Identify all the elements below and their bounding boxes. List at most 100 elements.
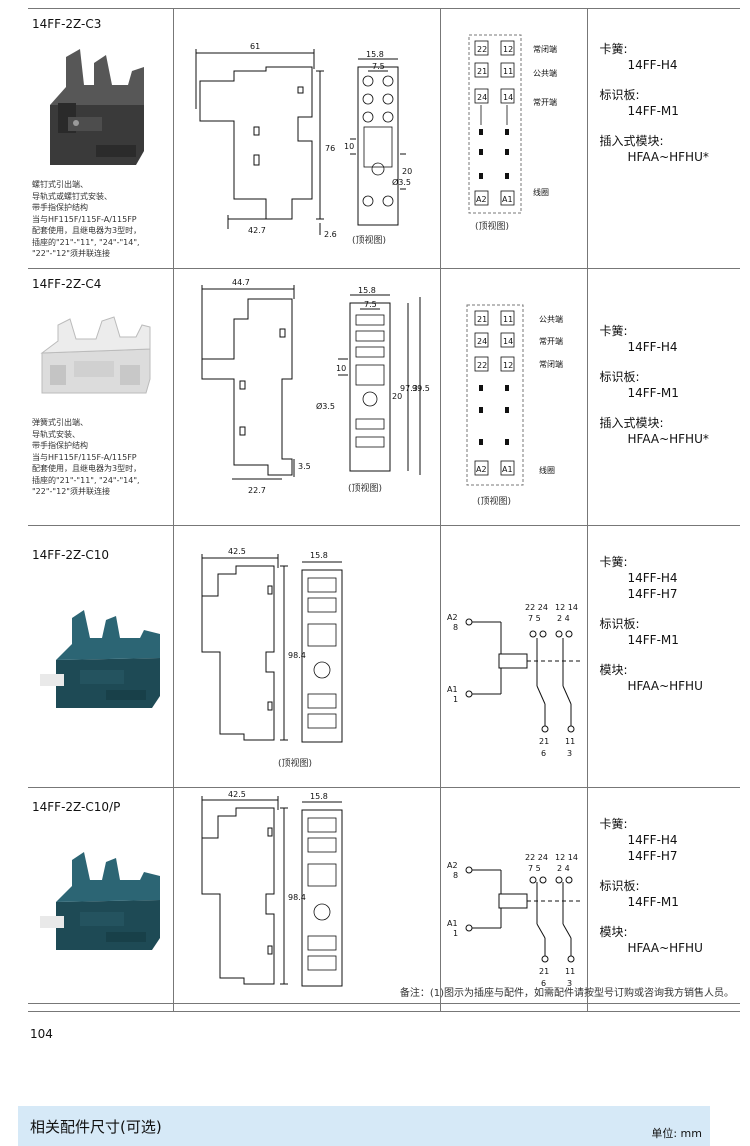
accessories-cell: 卡簧: 14FF-H4 标识板: 14FF-M1 插入式模块: HFAA~HFH… [586,8,740,269]
dimension-drawing: 44.7 22.7 3.5 15.8 7.5 10 20 97.3 99.5 Ø… [201,278,429,495]
dimension-drawing: 61 76 42.7 2.6 15.8 7.5 10 20 Ø3.5 (顶视图) [195,42,412,246]
desc-line: 带手指保护结构 [32,203,88,212]
schematic-a1-pin: 1 [453,695,458,704]
dim-width: 42.5 [228,547,246,556]
accessory-list: 卡簧: 14FF-H4 标识板: 14FF-M1 插入式模块: HFAA~HFH… [600,323,709,447]
description: 螺钉式引出端、 导轨式或螺钉式安装、 带手指保护结构 当与HF115F/115F… [32,179,172,260]
dim-width: 61 [250,42,260,51]
desc-line: 当与HF115F/115F-A/115FP [32,214,137,224]
dim-h1: 97.3 [400,384,418,393]
accessory-list: 卡簧: 14FF-H4 14FF-H7 标识板: 14FF-M1 模块: HFA… [600,816,703,956]
socket-photo [40,316,151,394]
dimension-drawing-cell: 42.5 98.4 15.8 [172,787,441,1012]
model-name: 14FF-2Z-C3 [32,17,102,31]
schematic-a2-pin: 8 [453,871,458,880]
terminal-22: 22 [477,45,487,54]
desc-line: 配套使用，且继电器为3型时， [32,226,142,235]
accessory-label: 标识板: [599,88,640,102]
dim-top-width: 15.8 [310,551,328,560]
schematic-cell: 22 24 12 14 7 5 2 4 A2 8 A1 1 21 6 11 3 [439,525,588,788]
schematic-a2: A2 [447,861,458,870]
wiring-diagram: 22 12 21 11 24 14 A2 A1 常闭端 公共端 常开端 线圈 (… [468,34,557,232]
terminal-a2: A2 [476,465,487,474]
accessory-label: 标识板: [599,370,640,384]
accessory-label: 模块: [599,663,628,677]
schematic-a1: A1 [447,685,458,694]
terminal-11: 11 [503,67,513,76]
accessory-value: 14FF-H4 [627,58,678,72]
wiring-diagram: 21 11 24 14 22 12 A2 A1 公共端 常开端 常闭端 线圈 (… [466,304,563,507]
section-title: 相关配件尺寸(可选) [30,1118,162,1136]
accessory-label: 模块: [599,925,628,939]
dimension-drawing-cell: 61 76 42.7 2.6 15.8 7.5 10 20 Ø3.5 (顶视图) [172,8,441,269]
label-coil: 线圈 [533,187,549,197]
dim-height: 76 [325,144,335,153]
dim-bottom: 42.7 [248,226,266,235]
dim-height: 98.4 [288,893,306,902]
top-view-caption: (顶视图) [352,234,386,246]
label-nc: 常闭端 [533,44,557,54]
schematic-21: 21 [539,967,549,976]
socket-photo [40,852,160,950]
dim-width: 42.5 [228,790,246,799]
accessories-cell: 卡簧: 14FF-H4 标识板: 14FF-M1 插入式模块: HFAA~HFH… [586,268,740,526]
desc-line: 插座的"21"-"11", "24"-"14", [32,237,140,247]
schematic-11-pin: 3 [567,749,572,758]
schematic-a2-pin: 8 [453,623,458,632]
label-nc: 常闭端 [539,359,563,369]
model-cell: 14FF-2Z-C3 螺钉式引出端、 导轨式或螺钉式安装、 带手指保护结构 当与… [28,8,174,269]
desc-line: 弹簧式引出端、 [32,418,88,427]
accessory-list: 卡簧: 14FF-H4 标识板: 14FF-M1 插入式模块: HFAA~HFH… [600,41,709,165]
accessory-label: 插入式模块: [599,134,664,148]
label-no: 常开端 [539,336,563,346]
label-common: 公共端 [539,314,563,324]
model-name: 14FF-2Z-C4 [32,277,102,291]
dim-top-pitch: 7.5 [372,62,385,71]
unit-label: 单位: mm [651,1127,702,1140]
accessory-value: HFAA~HFHU [627,679,703,693]
wiring-cell: 21 11 24 14 22 12 A2 A1 公共端 常开端 常闭端 线圈 (… [439,268,588,526]
accessory-value: 14FF-M1 [627,895,679,909]
schematic-21-pin: 6 [541,979,546,988]
schematic-top-pin: 7 5 [528,864,541,873]
socket-table: 14FF-2Z-C3 螺钉式引出端、 导轨式或螺钉式安装、 带手指保护结构 当与… [28,8,740,1012]
dimension-drawing: 42.5 98.4 15.8 (顶视图) [201,547,342,769]
accessory-list: 卡簧: 14FF-H4 14FF-H7 标识板: 14FF-M1 模块: HFA… [600,554,703,694]
wiring-caption: (顶视图) [475,220,509,232]
desc-line: "22"-"12"须并联连接 [32,249,110,258]
terminal-14: 14 [503,337,513,346]
terminal-a1: A1 [502,465,513,474]
schematic-top-pin: 7 5 [528,614,541,623]
terminal-a1: A1 [502,195,513,204]
schematic-21: 21 [539,737,549,746]
desc-line: 带手指保护结构 [32,441,88,450]
label-coil: 线圈 [539,465,555,475]
accessory-label: 插入式模块: [599,416,664,430]
dim-bottom: 22.7 [248,486,266,495]
desc-line: "22"-"12"须并联连接 [32,487,110,496]
table-row: 14FF-2Z-C3 螺钉式引出端、 导轨式或螺钉式安装、 带手指保护结构 当与… [28,8,740,269]
accessory-value: 14FF-M1 [627,104,679,118]
wiring-caption: (顶视图) [477,495,511,507]
schematic-11: 11 [565,737,575,746]
dim-height: 98.4 [288,651,306,660]
accessory-value: HFAA~HFHU* [627,432,709,446]
dim-d2: 20 [402,167,412,176]
accessory-label: 标识板: [599,879,640,893]
accessory-value: 14FF-H4 [627,571,678,585]
schematic-top-label: 12 14 [555,603,578,612]
terminal-11: 11 [503,315,513,324]
model-name: 14FF-2Z-C10 [32,548,110,562]
label-common: 公共端 [533,68,557,78]
desc-line: 导轨式或螺钉式安装、 [32,191,112,201]
top-view-caption: (顶视图) [278,757,312,769]
desc-line: 螺钉式引出端、 [32,180,88,189]
terminal-a2: A2 [476,195,487,204]
dimension-drawing: 42.5 98.4 15.8 [201,790,342,987]
dim-width: 44.7 [232,278,250,287]
desc-line: 配套使用，且继电器为3型时， [32,464,142,473]
schematic-top-pin: 2 4 [557,864,570,873]
terminal-12: 12 [503,45,513,54]
accessory-label: 卡簧: [599,42,628,56]
